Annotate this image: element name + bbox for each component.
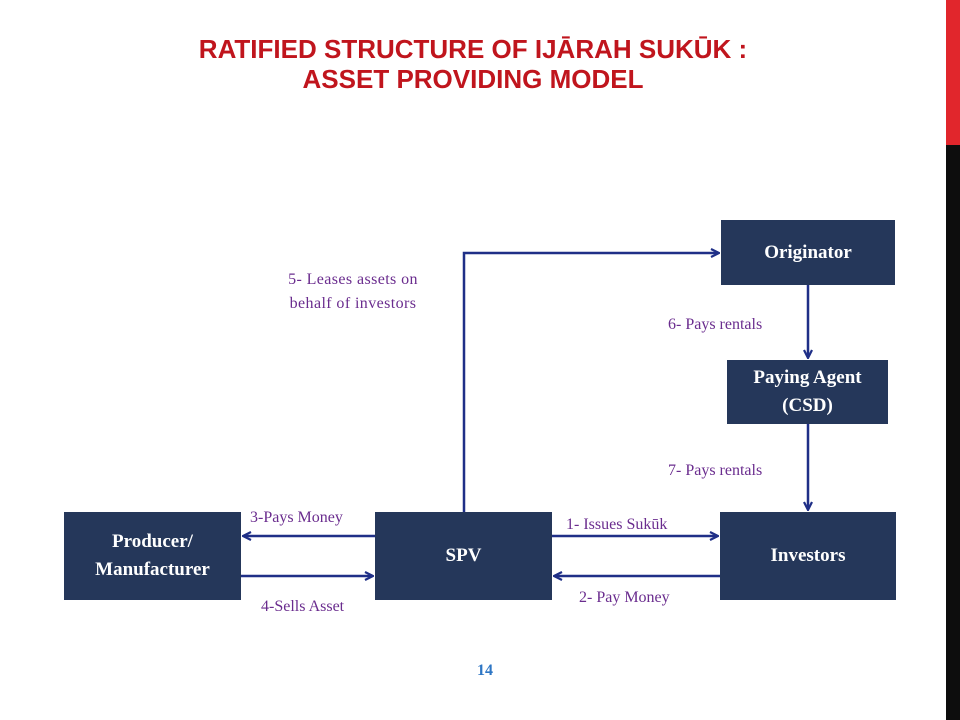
node-spv-label: SPV xyxy=(445,545,482,566)
node-producer-line-1: Producer/ xyxy=(112,531,193,552)
flow-label-step3: 3-Pays Money xyxy=(250,509,343,526)
page-number: 14 xyxy=(477,662,493,679)
slide-title: RATIFIED STRUCTURE OF IJĀRAH SUKŪK : ASS… xyxy=(0,34,946,94)
accent-bar-red xyxy=(946,0,960,145)
flow-label-step5: 5- Leases assets on behalf of investors xyxy=(262,268,444,316)
title-line-1: RATIFIED STRUCTURE OF IJĀRAH SUKŪK : xyxy=(198,34,748,64)
flow-label-step2: 2- Pay Money xyxy=(579,589,670,606)
node-originator-label: Originator xyxy=(764,241,852,263)
flow-label-step1: 1- Issues Sukūk xyxy=(566,516,668,533)
node-paying-agent-line-1: Paying Agent xyxy=(753,367,862,388)
node-producer-line-2: Manufacturer xyxy=(95,559,210,580)
flow-label-step5-line-2: behalf of investors xyxy=(289,295,417,312)
flow-label-step6: 6- Pays rentals xyxy=(668,316,763,333)
flow-label-step4: 4-Sells Asset xyxy=(261,598,345,615)
arrow-leases-assets xyxy=(462,253,718,512)
node-investors-label: Investors xyxy=(770,545,846,566)
flow-label-step7: 7- Pays rentals xyxy=(668,462,763,479)
accent-bar-black xyxy=(946,145,960,720)
node-spv: SPV xyxy=(375,512,552,600)
node-paying-agent: Paying Agent (CSD) xyxy=(727,360,888,424)
node-originator: Originator xyxy=(721,220,895,285)
flow-label-step5-line-1: 5- Leases assets on xyxy=(288,271,418,288)
node-investors: Investors xyxy=(720,512,896,600)
node-paying-agent-line-2: (CSD) xyxy=(782,395,833,416)
title-line-2: ASSET PROVIDING MODEL xyxy=(302,64,644,94)
node-producer: Producer/ Manufacturer xyxy=(64,512,241,600)
